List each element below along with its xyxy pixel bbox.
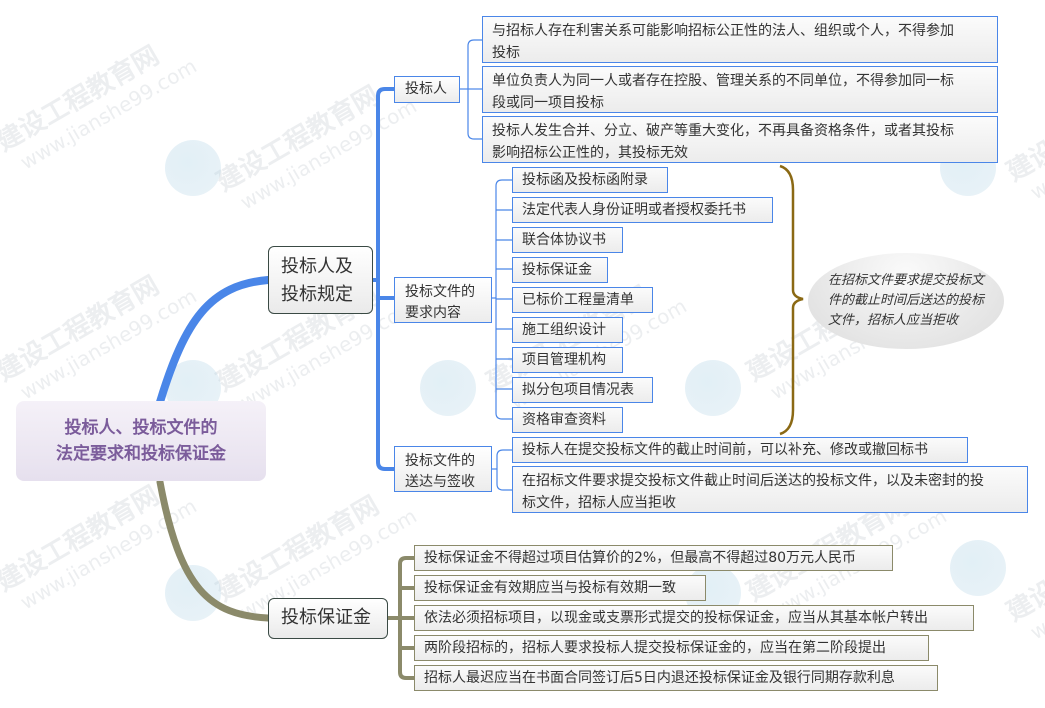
leaf-bond-2[interactable]: 投标保证金有效期应当与投标有效期一致 <box>414 575 706 601</box>
leaf-doc-9[interactable]: 资格审查资料 <box>512 407 623 433</box>
subtopic-delivery[interactable]: 投标文件的 送达与签收 <box>394 446 492 492</box>
subtopic-doc-contents[interactable]: 投标文件的 要求内容 <box>394 277 492 323</box>
leaf-doc-7[interactable]: 项目管理机构 <box>512 347 623 373</box>
subtopic-bidder[interactable]: 投标人 <box>394 76 460 103</box>
leaf-bond-5[interactable]: 招标人最迟应当在书面合同签订后5日内退还投标保证金及银行同期存款利息 <box>414 665 938 691</box>
leaf-bidder-2[interactable]: 单位负责人为同一人或者存在控股、管理关系的不同单位，不得参加同一标 段或同一项目… <box>482 66 998 113</box>
leaf-doc-5[interactable]: 已标价工程量清单 <box>512 287 653 313</box>
leaf-doc-6[interactable]: 施工组织设计 <box>512 317 623 343</box>
callout-late-delivery[interactable]: 在招标文件要求提交投标文件的截止时间后送达的投标文件，招标人应当拒收 <box>808 253 1004 349</box>
leaf-doc-4[interactable]: 投标保证金 <box>512 257 608 283</box>
leaf-doc-1[interactable]: 投标函及投标函附录 <box>512 167 668 193</box>
leaf-bond-3[interactable]: 依法必须招标项目，以现金或支票形式提交的投标保证金，应当从其基本帐户转出 <box>414 605 974 631</box>
root-topic[interactable]: 投标人、投标文件的法定要求和投标保证金 <box>16 401 266 481</box>
leaf-doc-2[interactable]: 法定代表人身份证明或者授权委托书 <box>512 197 773 223</box>
leaf-delivery-1[interactable]: 投标人在提交投标文件的截止时间前，可以补充、修改或撤回标书 <box>512 437 968 463</box>
leaf-doc-3[interactable]: 联合体协议书 <box>512 227 623 253</box>
leaf-bidder-1[interactable]: 与招标人存在利害关系可能影响招标公正性的法人、组织或个人，不得参加 投标 <box>482 16 998 63</box>
leaf-delivery-2[interactable]: 在招标文件要求提交投标文件截止时间后送达的投标文件，以及未密封的投 标文件，招标… <box>512 466 1028 513</box>
leaf-bond-1[interactable]: 投标保证金不得超过项目估算价的2%，但最高不得超过80万元人民币 <box>414 545 893 571</box>
leaf-bidder-3[interactable]: 投标人发生合并、分立、破产等重大变化，不再具备资格条件，或者其投标 影响招标公正… <box>482 116 998 163</box>
topic-bidder-rules[interactable]: 投标人及 投标规定 <box>268 246 373 314</box>
leaf-bond-4[interactable]: 两阶段招标的，招标人要求投标人提交投标保证金的，应当在第二阶段提出 <box>414 635 929 661</box>
topic-bid-bond[interactable]: 投标保证金 <box>268 598 388 639</box>
leaf-doc-8[interactable]: 拟分包项目情况表 <box>512 377 653 403</box>
